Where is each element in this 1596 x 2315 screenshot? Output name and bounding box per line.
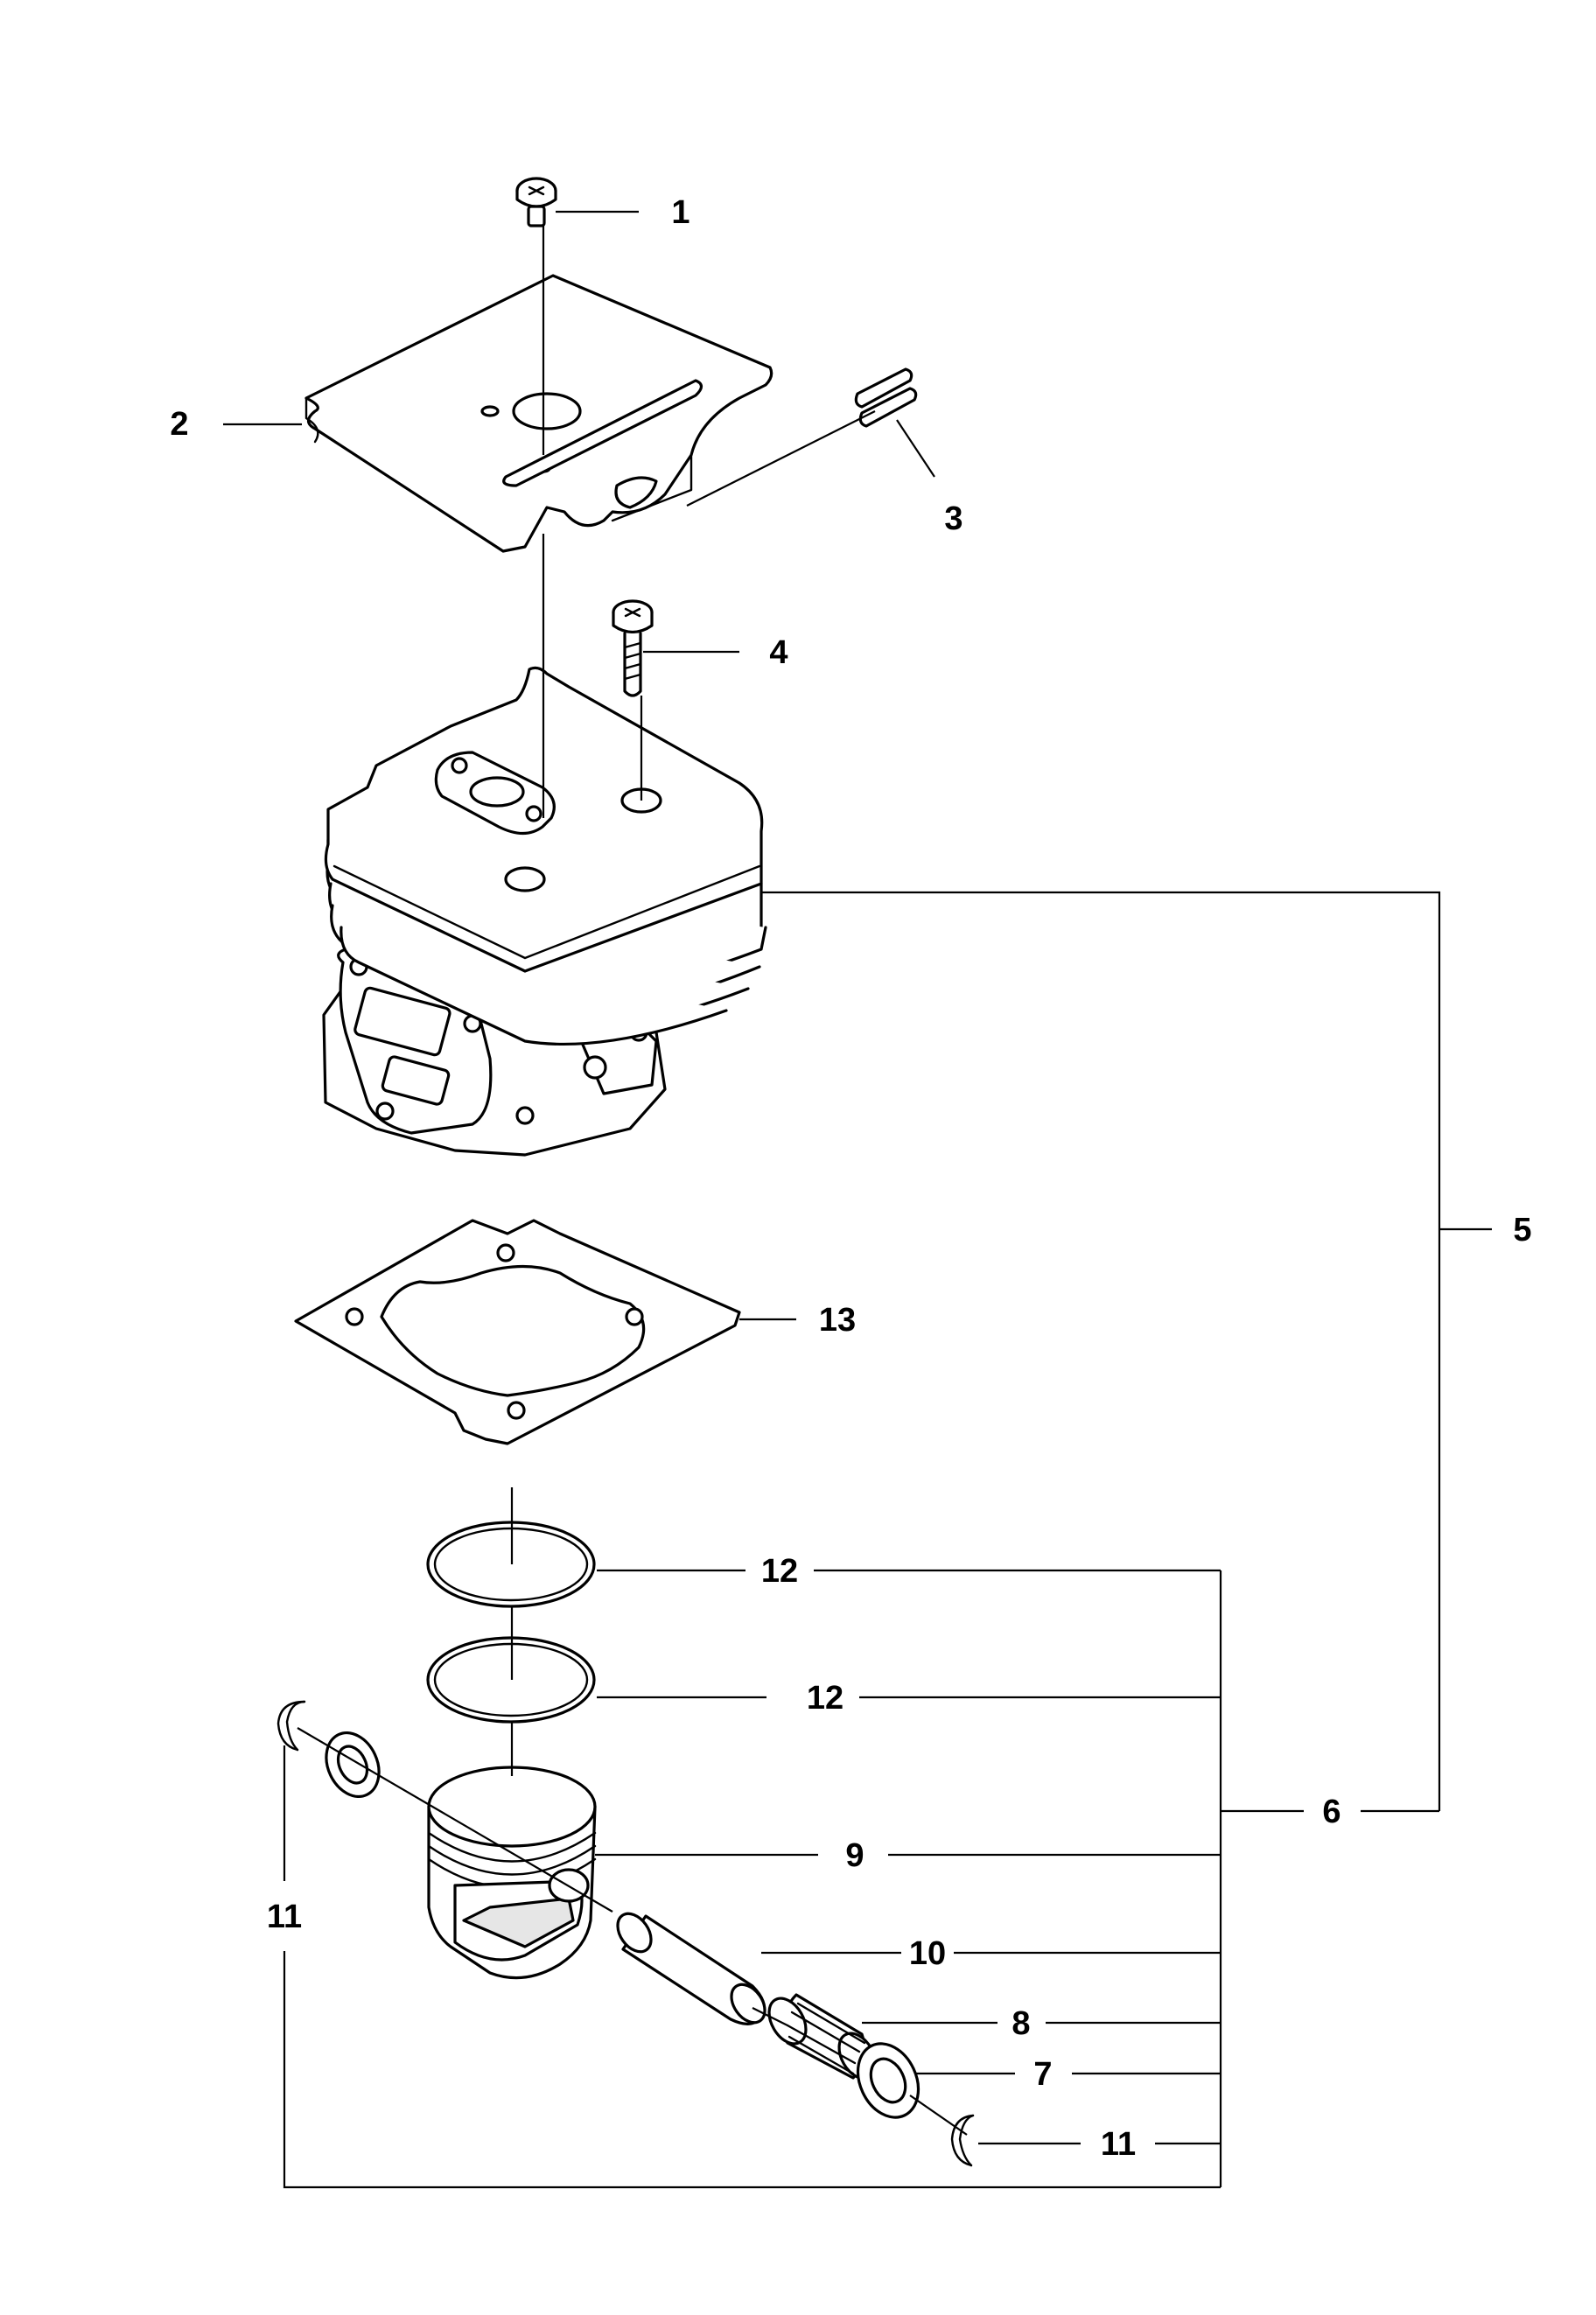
part-1-screw bbox=[515, 177, 557, 227]
callout-2: 2 bbox=[170, 406, 188, 443]
callout-8: 8 bbox=[1012, 2005, 1030, 2042]
callout-11-left: 11 bbox=[267, 1899, 302, 1935]
part-2-heat-shield bbox=[304, 274, 774, 553]
callout-labels: 1 2 3 4 5 6 7 8 9 10 11 11 12 12 13 bbox=[170, 194, 1531, 2163]
part-7-washer bbox=[856, 2042, 920, 2119]
callout-13: 13 bbox=[819, 1302, 856, 1339]
callout-6: 6 bbox=[1322, 1794, 1340, 1830]
part-4-bolt bbox=[612, 599, 654, 697]
part-9-piston bbox=[427, 1766, 597, 1980]
part-11-circlip-left bbox=[276, 1700, 306, 1752]
assembly-axis-lines bbox=[297, 226, 968, 2136]
part-3-clip bbox=[854, 367, 918, 428]
callout-7: 7 bbox=[1033, 2056, 1052, 2093]
part-10-piston-pin bbox=[616, 1912, 766, 2025]
part-13-gasket bbox=[294, 1219, 741, 1445]
part-8-needle-bearing bbox=[767, 1993, 878, 2081]
leader-lines bbox=[223, 210, 1492, 2189]
part-5-cylinder bbox=[322, 666, 767, 1157]
callout-10: 10 bbox=[909, 1935, 946, 1972]
callout-4: 4 bbox=[769, 634, 788, 671]
part-7-washer-left bbox=[325, 1731, 381, 1799]
callout-1: 1 bbox=[671, 194, 690, 231]
callout-11-right: 11 bbox=[1101, 2126, 1136, 2163]
callout-5: 5 bbox=[1513, 1212, 1531, 1248]
callout-12-top: 12 bbox=[761, 1553, 798, 1590]
callout-3: 3 bbox=[944, 500, 962, 537]
callout-9: 9 bbox=[845, 1837, 864, 1874]
part-11-circlip-right bbox=[950, 2114, 975, 2167]
callout-12-bottom: 12 bbox=[807, 1680, 844, 1717]
